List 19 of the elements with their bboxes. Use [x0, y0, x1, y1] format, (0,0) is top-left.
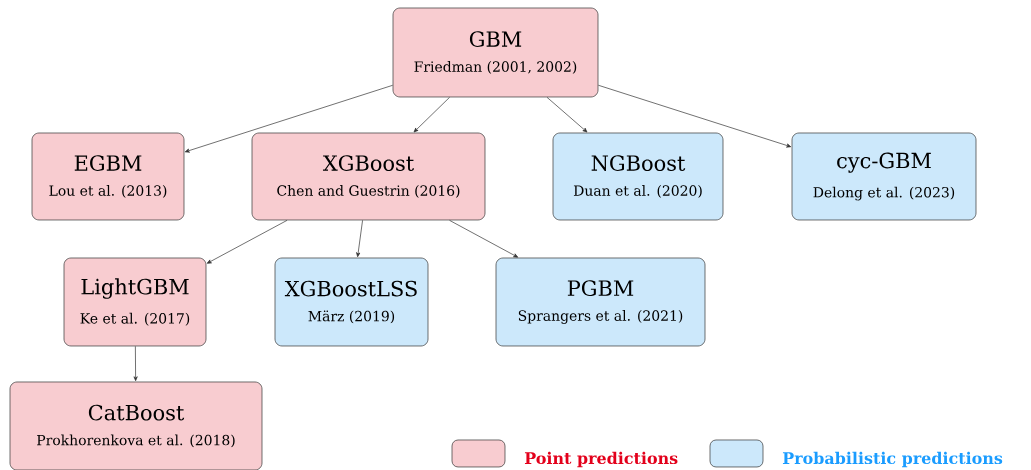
method-box: cyc-GBM Delong et al. (2023) [791, 132, 977, 221]
arrow [413, 97, 450, 133]
arrow [133, 346, 138, 382]
method-box: EGBM Lou et al. (2013) [31, 132, 185, 221]
method-box: XGBoost Chen and Guestrin (2016) [251, 132, 486, 221]
method-box: NGBoost Duan et al. (2020) [552, 132, 724, 221]
arrow [184, 84, 393, 153]
method-box: PGBM Sprangers et al. (2021) [495, 257, 706, 347]
method-box: CatBoost Prokhorenkova et al. (2018) [9, 381, 263, 470]
arrow [206, 220, 288, 264]
method-box: LightGBM Ke et al. (2017) [63, 257, 207, 347]
legend-label: Point predictions [524, 451, 678, 468]
arrow [598, 84, 792, 148]
arrow [356, 220, 363, 258]
arrow [546, 97, 588, 133]
arrow [449, 220, 519, 258]
method-box: GBM Friedman (2001, 2002) [392, 7, 599, 98]
legend-label: Probabilistic predictions [782, 451, 1003, 468]
method-box: XGBoostLSS März (2019) [274, 257, 429, 347]
